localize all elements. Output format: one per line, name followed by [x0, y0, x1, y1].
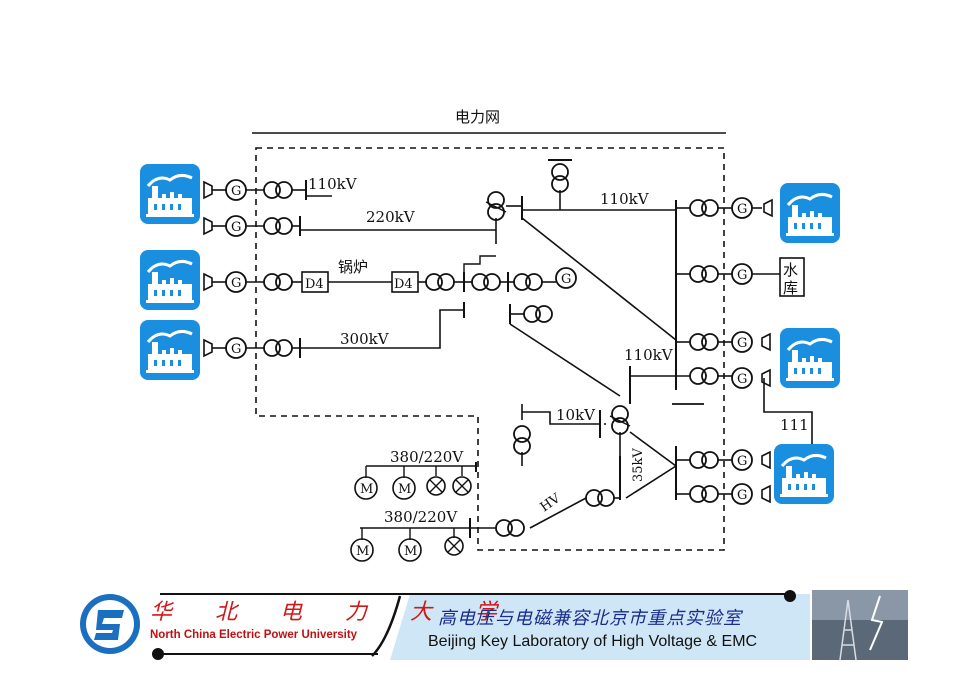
right-gen-chain-1: G	[676, 197, 773, 219]
svg-text:库: 库	[783, 279, 798, 297]
label-110kv-left: 110kV	[308, 175, 358, 193]
label-10kv: 10kV	[556, 406, 596, 424]
label-220kv: 220kV	[366, 208, 416, 226]
svg-text:G: G	[231, 184, 241, 199]
right-gen-chain-4: G	[629, 366, 813, 444]
svg-text:G: G	[737, 454, 747, 469]
svg-text:M: M	[404, 544, 417, 559]
svg-text:G: G	[231, 276, 241, 291]
svg-text:D4: D4	[394, 277, 413, 292]
right-gen-chain-2: G 水 库	[676, 257, 805, 297]
reservoir-label: 水	[783, 261, 798, 279]
svg-text:G: G	[737, 336, 747, 351]
left-gen-chain-1: G	[203, 179, 332, 201]
loads-lower: M M	[350, 528, 464, 562]
power-plant-icon	[138, 248, 202, 312]
lab-name-en: Beijing Key Laboratory of High Voltage &…	[428, 633, 758, 650]
svg-text:G: G	[231, 342, 241, 357]
left-gen-chain-4: G	[203, 302, 465, 359]
label-300kv: 300kV	[340, 330, 390, 348]
power-plant-icon	[772, 442, 836, 506]
right-gen-chain-3: G	[676, 331, 771, 353]
power-plant-icon	[778, 326, 842, 390]
lab-name-cn: 高电压与电磁兼容北京市重点实验室	[438, 608, 742, 629]
lightning-photo	[812, 590, 908, 661]
label-110kv-right: 110kV	[600, 190, 650, 208]
left-gen-chain-3: G D4 D4 G	[203, 255, 577, 293]
svg-text:G: G	[231, 220, 241, 235]
label-boiler: 锅炉	[338, 258, 368, 276]
svg-text:M: M	[356, 544, 369, 559]
university-name-cn: 华 北 电 力 大 学	[150, 600, 515, 625]
network-boundary	[255, 147, 725, 551]
svg-text:G: G	[737, 268, 747, 283]
svg-text:D4: D4	[305, 277, 324, 292]
label-380-220v-lower: 380/220V	[384, 508, 458, 526]
university-name-en: North China Electric Power University	[150, 629, 358, 641]
footer-banner	[72, 590, 810, 660]
loads-upper: M M	[354, 466, 472, 500]
power-plant-icon	[138, 162, 202, 226]
university-logo	[80, 594, 140, 654]
svg-text:G: G	[737, 202, 747, 217]
svg-text:M: M	[360, 482, 373, 497]
power-plant-icon	[138, 318, 202, 382]
svg-text:M: M	[398, 482, 411, 497]
right-gen-chain-6: G	[676, 483, 771, 505]
left-gen-chain-2: G	[203, 215, 496, 237]
right-bus	[672, 200, 704, 500]
svg-text:G: G	[737, 372, 747, 387]
label-111: 111	[780, 416, 809, 434]
right-gen-chain-5: G	[676, 449, 771, 471]
label-380-220v-upper: 380/220V	[390, 448, 464, 466]
svg-text:G: G	[737, 488, 747, 503]
central-transformers	[485, 159, 677, 397]
svg-text:G: G	[561, 272, 571, 287]
power-plant-icon	[778, 181, 842, 245]
distribution-section	[360, 404, 677, 538]
label-110kv-mid: 110kV	[624, 346, 674, 364]
label-35kv: 35kV	[631, 448, 646, 482]
diagram-title: 电力网	[455, 108, 500, 126]
